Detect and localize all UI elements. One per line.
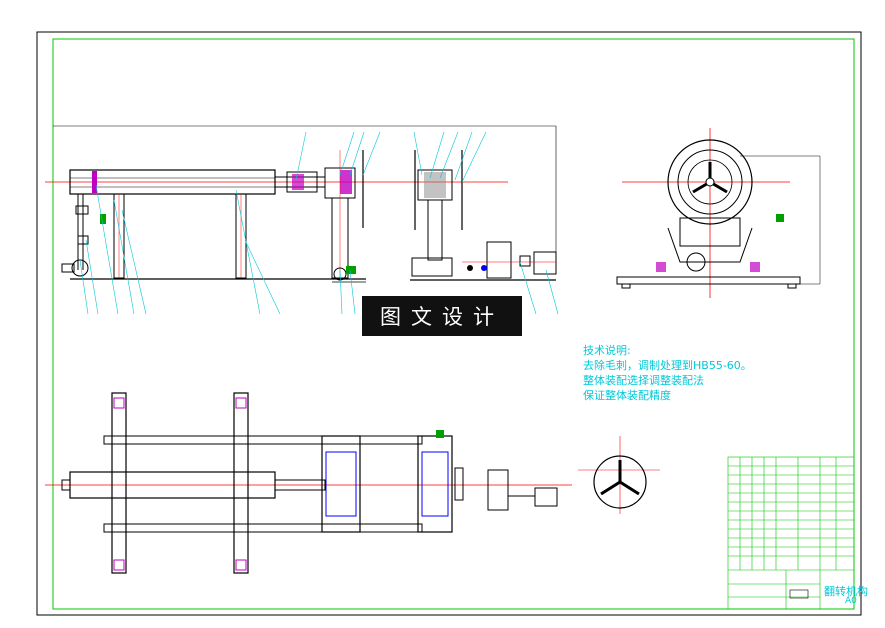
notes-item: 整体装配选择调整装配法 [583,374,704,387]
notes-heading: 技术说明: [583,344,631,357]
top-view [45,392,572,574]
notes-item: 去除毛刺，调制处理到HB55-60。 [583,359,752,372]
drawing-title: 翻转机构 [824,585,868,598]
title-block [727,456,855,610]
notes-item: 保证整体装配精度 [583,389,671,402]
front-view [45,125,559,315]
inner-border [52,38,855,610]
sheet-size: A0 [845,596,857,606]
side-view [616,128,821,298]
technical-notes: 技术说明: 去除毛刺，调制处理到HB55-60。 整体装配选择调整装配法 保证整… [583,343,752,403]
design-banner: 图文设计 [362,296,522,336]
outer-border [36,31,862,616]
wheel-detail [578,436,660,514]
